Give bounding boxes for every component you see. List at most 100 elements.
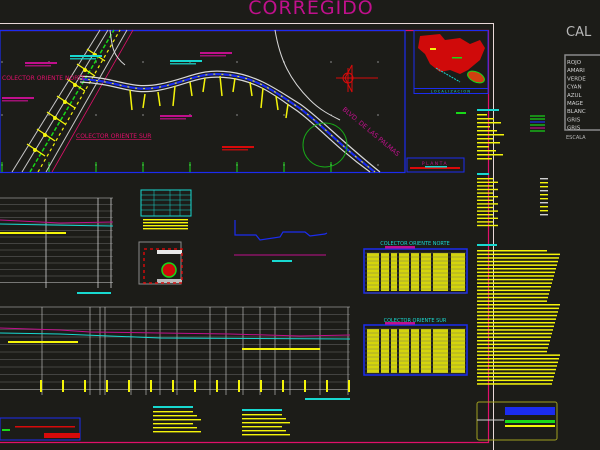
plan-title-box: [406, 157, 465, 173]
manhole: [73, 83, 77, 87]
layer-label: GRIS: [567, 126, 581, 132]
table-note: [143, 225, 188, 227]
note-line: [477, 347, 548, 349]
note-line: [477, 130, 497, 132]
note-line: [477, 210, 498, 212]
ground-line: [0, 327, 351, 337]
legend-line: [15, 426, 75, 428]
manhole: [83, 68, 87, 72]
table-column: [399, 329, 409, 373]
legend-text: [153, 411, 193, 413]
legend-text: [242, 418, 286, 420]
note-line: [477, 158, 492, 160]
callout-text: [160, 118, 186, 120]
note-line: [477, 260, 558, 263]
table-note: [143, 219, 188, 221]
table-note: [143, 222, 188, 224]
layer-label: CYAN: [567, 85, 582, 91]
layer-label: AMARI: [567, 68, 585, 74]
note-line: [477, 336, 551, 338]
lateral: [219, 75, 223, 97]
note-line: [477, 372, 555, 374]
lateral-connections: [26, 48, 289, 157]
lateral: [260, 87, 264, 109]
note-line: [477, 365, 557, 367]
legend-text: [153, 431, 201, 433]
callout-text: [222, 146, 254, 148]
lateral: [157, 91, 161, 107]
station-mark: [282, 380, 284, 392]
table-note: [143, 228, 188, 230]
table-column: [391, 253, 397, 291]
note-line: [477, 282, 552, 284]
note-line: [477, 286, 551, 288]
lateral: [275, 95, 279, 111]
note-line: [477, 224, 498, 227]
plan-viewport: [0, 29, 406, 174]
cross-section: [234, 220, 328, 262]
note-line: [477, 329, 553, 331]
note-line: [477, 138, 493, 140]
table-column: [367, 253, 379, 291]
station-mark: [84, 380, 86, 392]
location-title: LOCALIZACION: [431, 90, 471, 94]
layer-legend-box: [564, 54, 600, 131]
station-mark: [40, 380, 42, 392]
note-line: [477, 340, 550, 342]
plan-title: PLANTA: [422, 161, 448, 167]
notes-heading: [477, 244, 497, 246]
legend-text: [242, 426, 282, 428]
notes-heading: [477, 109, 499, 111]
table-column: [381, 329, 389, 373]
callout-text: [2, 100, 28, 102]
note-line: [477, 134, 504, 136]
lateral: [172, 85, 176, 107]
scale-label: ESCALA: [566, 135, 586, 141]
profile-label: [8, 341, 78, 343]
lateral: [202, 77, 206, 93]
table-column: [433, 253, 448, 291]
note-symbol: [540, 178, 548, 180]
note-line: [477, 358, 559, 360]
lateral: [189, 81, 193, 97]
note-line: [477, 314, 557, 317]
note-line: [477, 203, 498, 205]
note-line: [477, 325, 554, 328]
table-column: [451, 329, 465, 373]
note-line: [477, 250, 547, 252]
note-line: [477, 181, 498, 183]
table-column: [411, 253, 419, 291]
table-north-title: COLECTOR ORIENTE NORTE: [380, 241, 450, 247]
note-symbol: [540, 182, 548, 184]
table-subtitle: [385, 246, 415, 249]
station-mark: [150, 380, 152, 392]
callout-text: [160, 115, 192, 117]
profile-north: [0, 197, 114, 294]
layer-label: AZUL: [567, 93, 583, 99]
table-column: [421, 253, 431, 291]
legend-text: [242, 414, 282, 416]
location-map: [418, 34, 485, 84]
note-line: [477, 332, 552, 335]
inner-frame: [0, 29, 490, 444]
note-line: [477, 271, 555, 274]
profile-title: [77, 292, 111, 294]
legend-line: [44, 433, 80, 438]
station-mark: [326, 380, 328, 392]
layer-label: VERDE: [567, 76, 586, 82]
legend-heading: [153, 406, 193, 408]
callout-text: [222, 149, 248, 151]
note-line: [477, 268, 556, 270]
quantities-table: [140, 189, 192, 230]
note-line: [477, 376, 554, 378]
note-symbol: [540, 194, 548, 196]
note-line: [477, 206, 493, 209]
title-block-logo: [505, 407, 555, 415]
table-column: [381, 253, 389, 291]
note-line: [477, 293, 549, 295]
callout-text: [70, 55, 102, 57]
note-line: [477, 253, 560, 256]
note-symbol: [540, 198, 548, 200]
ground-line: [0, 219, 114, 224]
